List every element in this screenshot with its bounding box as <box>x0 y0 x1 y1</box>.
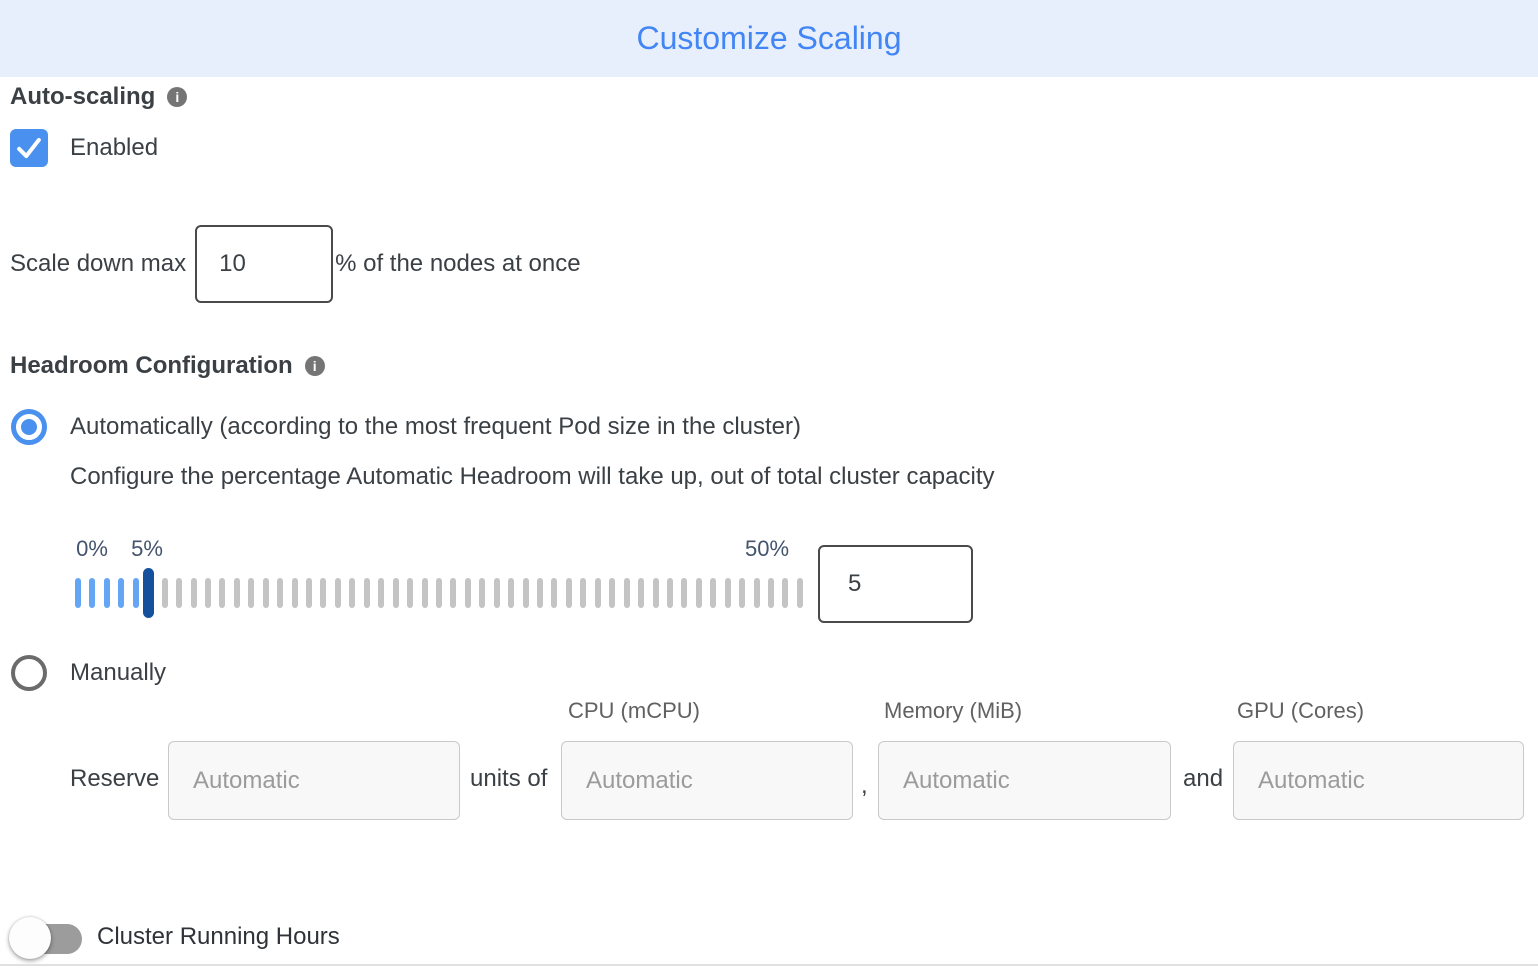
slider-tick <box>291 578 298 608</box>
bottom-divider <box>0 964 1538 966</box>
slider-max-label: 50% <box>744 536 790 561</box>
headroom-manual-label: Manually <box>70 659 167 686</box>
panel-header: Customize Scaling <box>0 0 1538 77</box>
headroom-manual-radio[interactable] <box>11 655 47 691</box>
slider-tick <box>508 578 515 608</box>
slider-tick <box>450 578 457 608</box>
slider-tick <box>349 578 356 608</box>
slider-tick <box>681 578 688 608</box>
slider-tick <box>435 578 442 608</box>
slider-tick <box>407 578 414 608</box>
slider-tick <box>768 578 774 608</box>
auto-scaling-enabled-checkbox[interactable] <box>10 129 48 167</box>
slider-min-label: 0% <box>76 536 108 561</box>
slider-track[interactable] <box>75 578 803 608</box>
checkmark-icon <box>17 137 41 159</box>
slider-tick <box>609 578 616 608</box>
headroom-section-label: Headroom Configuration i <box>10 352 325 380</box>
headroom-label-text: Headroom Configuration <box>10 352 293 379</box>
headroom-automatic-radio[interactable] <box>11 409 47 445</box>
slider-tick <box>594 578 601 608</box>
reserve-memory-input[interactable] <box>878 741 1171 820</box>
slider-tick <box>724 578 731 608</box>
slider-tick <box>666 578 673 608</box>
slider-tick <box>334 578 341 608</box>
reserve-label: Reserve <box>70 765 160 792</box>
scale-down-max-label: Scale down max <box>10 250 187 277</box>
radio-dot <box>21 419 37 435</box>
slider-tick <box>89 578 96 608</box>
headroom-automatic-label: Automatically (according to the most fre… <box>70 413 802 440</box>
units-of-label: units of <box>470 765 548 792</box>
slider-tick <box>522 578 529 608</box>
slider-tick <box>537 578 543 608</box>
slider-tick <box>103 578 110 608</box>
slider-tick <box>378 578 385 608</box>
slider-tick <box>262 578 269 608</box>
slider-tick <box>739 578 746 608</box>
slider-tick <box>363 578 370 608</box>
and-label: and <box>1183 765 1224 792</box>
slider-tick <box>464 578 471 608</box>
column-header-memory: Memory (MiB) <box>884 698 1023 723</box>
auto-scaling-label-text: Auto-scaling <box>10 83 156 110</box>
slider-tick <box>75 578 81 608</box>
slider-tick <box>320 578 327 608</box>
slider-tick <box>782 578 789 608</box>
scale-down-max-suffix: % of the nodes at once <box>335 250 581 277</box>
slider-tick <box>638 578 645 608</box>
slider-tick <box>233 578 240 608</box>
slider-tick <box>219 578 226 608</box>
slider-tick <box>392 578 399 608</box>
slider-tick <box>204 578 211 608</box>
slider-tick <box>118 578 125 608</box>
reserve-cpu-input[interactable] <box>561 741 853 820</box>
slider-tick <box>551 578 558 608</box>
slider-current-label: 5% <box>131 536 163 561</box>
headroom-percentage-slider: 0% 5% 50% <box>75 536 975 626</box>
cluster-running-hours-toggle[interactable] <box>9 915 83 959</box>
slider-tick <box>623 578 630 608</box>
auto-scaling-section-label: Auto-scaling i <box>10 83 188 111</box>
cluster-running-hours-label: Cluster Running Hours <box>97 923 340 950</box>
scale-down-max-input[interactable] <box>195 225 334 303</box>
slider-handle[interactable] <box>142 568 154 618</box>
slider-tick <box>421 578 428 608</box>
slider-tick <box>277 578 284 608</box>
auto-scaling-info-icon[interactable]: i <box>167 87 188 107</box>
column-header-cpu: CPU (mCPU) <box>568 698 700 723</box>
slider-tick <box>479 578 486 608</box>
headroom-info-icon[interactable]: i <box>304 356 325 376</box>
slider-tick <box>176 578 183 608</box>
slider-tick <box>710 578 717 608</box>
page-title: Customize Scaling <box>636 20 902 56</box>
slider-tick <box>306 578 312 608</box>
slider-tick <box>753 578 760 608</box>
slider-tick <box>796 578 803 608</box>
slider-tick <box>580 578 587 608</box>
slider-tick <box>248 578 255 608</box>
slider-tick <box>695 578 702 608</box>
auto-scaling-enabled-label: Enabled <box>70 134 159 161</box>
column-header-gpu: GPU (Cores) <box>1237 698 1365 723</box>
slider-tick <box>565 578 572 608</box>
reserve-gpu-input[interactable] <box>1233 741 1524 820</box>
slider-tick <box>132 578 139 608</box>
headroom-automatic-description: Configure the percentage Automatic Headr… <box>70 463 995 490</box>
slider-tick <box>161 578 168 608</box>
toggle-knob <box>9 917 51 959</box>
headroom-percentage-input[interactable] <box>818 545 973 623</box>
slider-tick <box>493 578 500 608</box>
slider-tick <box>190 578 197 608</box>
slider-tick <box>652 578 659 608</box>
reserve-units-input[interactable] <box>168 741 460 820</box>
comma-separator: , <box>861 772 868 799</box>
